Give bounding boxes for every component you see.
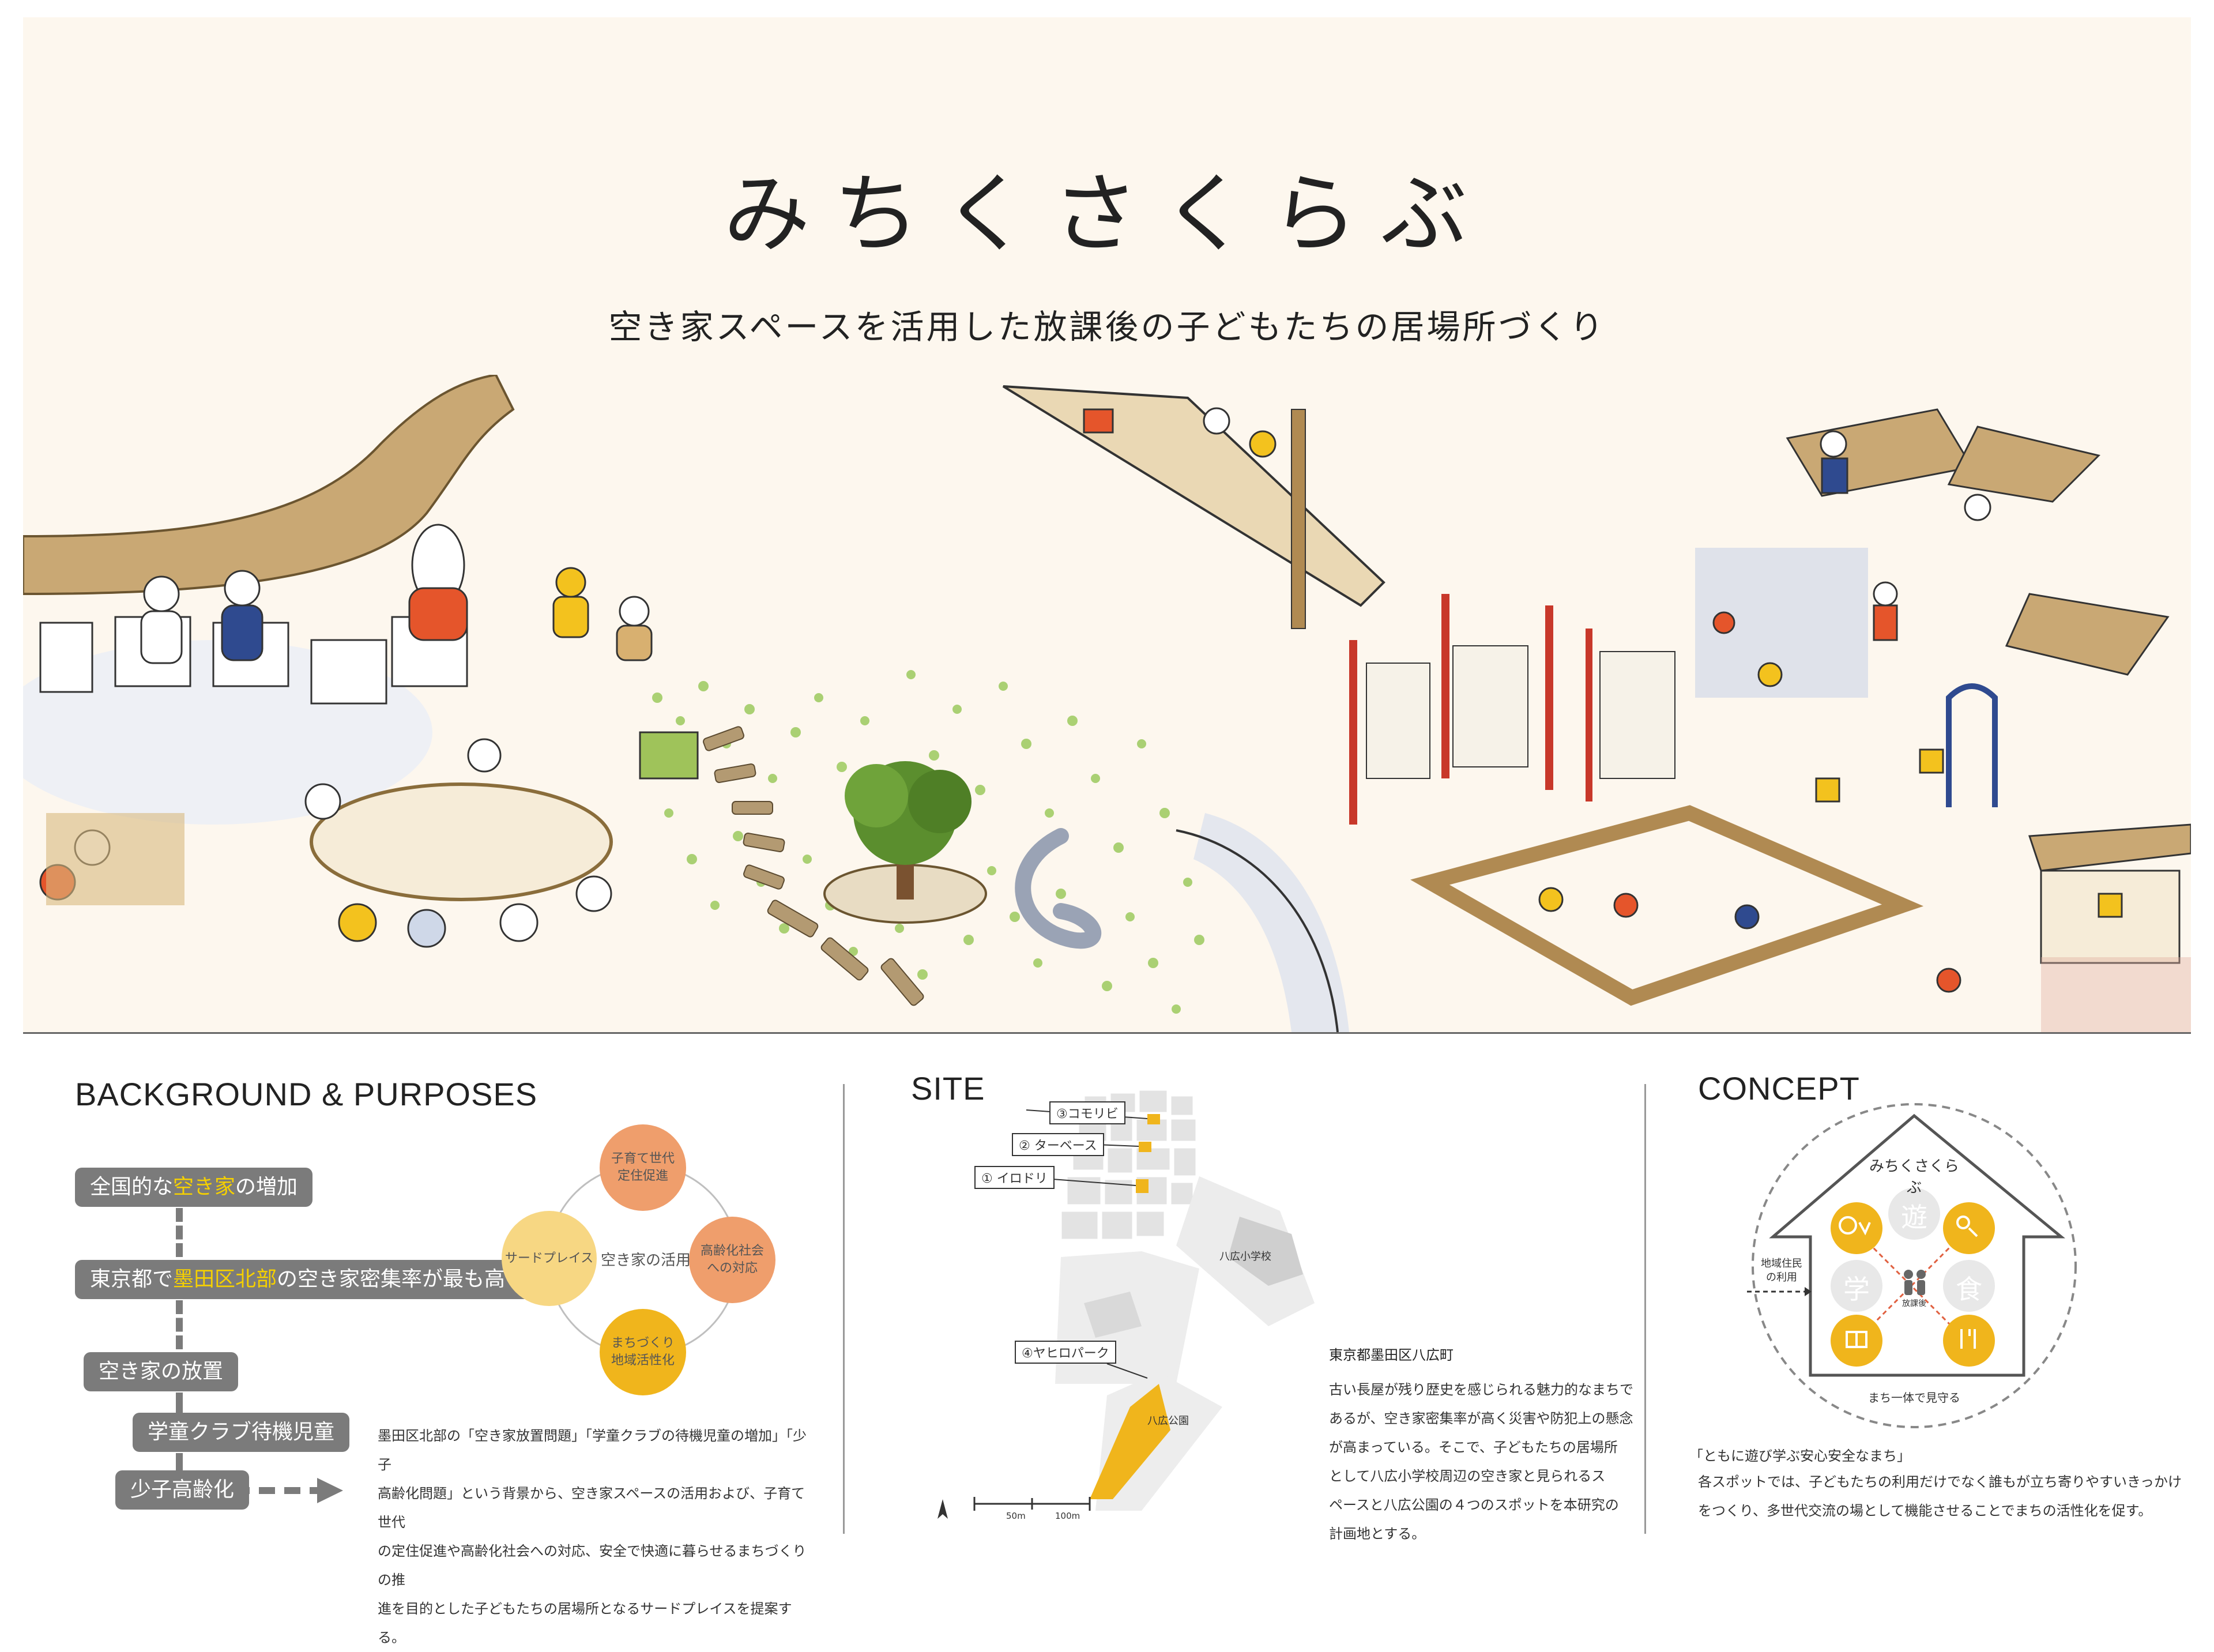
- flow-text: 少子高齢化: [130, 1478, 235, 1502]
- column-divider: [843, 1084, 845, 1534]
- north-arrow-icon: [937, 1499, 948, 1519]
- hero-panel: みちくさくらぶ 空き家スペースを活用した放課後の子どもたちの居場所づくり: [23, 17, 2191, 1032]
- node-label: 子育て世代 定住促進: [611, 1151, 675, 1183]
- park-label: 八広公園: [1147, 1415, 1189, 1427]
- flow-text: の空き家密集率が最も高い: [277, 1267, 526, 1291]
- flow-connector: [176, 1300, 189, 1349]
- flow-text: の増加: [235, 1175, 298, 1199]
- flow-item-3: 空き家の放置: [84, 1352, 239, 1391]
- text-line: あるが、空き家密集率が高く災害や防犯上の懸念: [1329, 1410, 1633, 1427]
- text-line: 古い長屋が残り歴史を感じられる魅力的なまちで: [1329, 1382, 1633, 1398]
- site-map: [973, 1089, 1315, 1511]
- scale-label-50: 50m: [1006, 1511, 1026, 1521]
- flow-item-2: 東京都で墨田区北部の空き家密集率が最も高い: [75, 1260, 541, 1299]
- spot-label-1: ① イロドリ: [974, 1166, 1055, 1189]
- concept-house-title: みちくさくらぶ: [1869, 1158, 1959, 1196]
- site-text: 古い長屋が残り歴史を感じられる魅力的なまちで あるが、空き家密集率が高く災害や防…: [1329, 1375, 1652, 1548]
- flow-text: 空き家の放置: [99, 1360, 224, 1383]
- flow-item-4: 学童クラブ待機児童: [133, 1413, 350, 1452]
- concept-text: 各スポットでは、子どもたちの利用だけでなく誰もが立ち寄りやすいきっかけ をつくり…: [1698, 1467, 2194, 1525]
- school-label: 八広小学校: [1219, 1251, 1271, 1263]
- spot-label-4: ④ヤヒロパーク: [1015, 1341, 1116, 1364]
- column-divider: [1644, 1084, 1646, 1534]
- text-line: 高齢化問題」という背景から、空き家スペースの活用および、子育て世代: [378, 1485, 805, 1530]
- flow-text: 学童クラブ待機児童: [148, 1420, 335, 1444]
- flow-item-5: 少子高齢化: [115, 1470, 250, 1510]
- text-line: 墨田区北部の「空き家放置問題」「学童クラブの待機児童の増加」「少子: [378, 1428, 807, 1473]
- concept-char-eat: 食: [1956, 1274, 1982, 1305]
- flow-text: 全国的な: [90, 1175, 174, 1199]
- concept-char-play: 遊: [1901, 1202, 1927, 1233]
- page-title: みちくさくらぶ: [723, 164, 1490, 265]
- spot-label-2: ② ターベース: [1012, 1133, 1104, 1156]
- diagram-node-left: サードプレイス: [502, 1211, 597, 1306]
- page-subtitle: 空き家スペースを活用した放課後の子どもたちの居場所づくり: [608, 307, 1606, 347]
- diagram-center-label: 空き家の活用: [600, 1252, 691, 1269]
- text-line: の定住促進や高齢化社会への対応、安全で快適に暮らせるまちづくりの推: [378, 1543, 807, 1588]
- background-text: 墨田区北部の「空き家放置問題」「学童クラブの待機児童の増加」「少子 高齢化問題」…: [378, 1421, 816, 1652]
- text-line: として八広小学校周辺の空き家と見られるス: [1329, 1468, 1606, 1484]
- text-line: ペースと八広公園の４つのスポットを本研究の: [1329, 1497, 1619, 1513]
- flow-arrow-icon: [234, 1478, 343, 1503]
- concept-bottom-label: まち一体で見守る: [1868, 1391, 1960, 1405]
- site-address: 東京都墨田区八広町: [1329, 1347, 1454, 1363]
- hero-illustration: [23, 375, 2191, 1032]
- concept-quote: 「ともに遊び学ぶ安心安全なまち」: [1689, 1448, 1911, 1464]
- diagram-node-right: 高齢化社会 への対応: [689, 1217, 775, 1303]
- node-label: サードプレイス: [504, 1251, 594, 1266]
- flow-item-1: 全国的な空き家の増加: [75, 1168, 313, 1207]
- flow-highlight: 墨田区北部: [173, 1267, 277, 1291]
- background-heading: BACKGROUND & PURPOSES: [75, 1076, 538, 1112]
- hero-divider: [23, 1032, 2191, 1034]
- flow-connector: [176, 1208, 189, 1257]
- diagram-node-top: 子育て世代 定住促進: [600, 1124, 686, 1211]
- flow-highlight: 空き家: [173, 1175, 236, 1199]
- concept-center-label: 放課後: [1902, 1299, 1926, 1308]
- node-label: まちづくり 地域活性化: [611, 1336, 675, 1368]
- concept-resident-label: 地域住民 の利用: [1761, 1258, 1802, 1284]
- concept-char-learn: 学: [1843, 1274, 1870, 1305]
- spot-label-3: ③コモリビ: [1049, 1101, 1125, 1124]
- text-line: 各スポットでは、子どもたちの利用だけでなく誰もが立ち寄りやすいきっかけ: [1698, 1474, 2182, 1490]
- scale-label-100: 100m: [1055, 1511, 1080, 1521]
- text-line: 進を目的とした子どもたちの居場所となるサードプレイスを提案する。: [378, 1601, 792, 1646]
- site-heading: SITE: [911, 1070, 985, 1107]
- text-line: が高まっている。そこで、子どもたちの居場所: [1329, 1439, 1618, 1455]
- flow-connector: [176, 1453, 189, 1470]
- text-line: をつくり、多世代交流の場として機能させることでまちの活性化を促す。: [1698, 1503, 2152, 1519]
- diagram-node-bottom: まちづくり 地域活性化: [600, 1309, 686, 1395]
- flow-text: 東京都で: [90, 1267, 174, 1291]
- text-line: 計画地とする。: [1329, 1526, 1426, 1542]
- concept-heading: CONCEPT: [1698, 1070, 1860, 1107]
- flow-connector: [176, 1393, 189, 1413]
- concept-diagram: [1747, 1103, 2077, 1428]
- node-label: 高齢化社会 への対応: [700, 1244, 764, 1275]
